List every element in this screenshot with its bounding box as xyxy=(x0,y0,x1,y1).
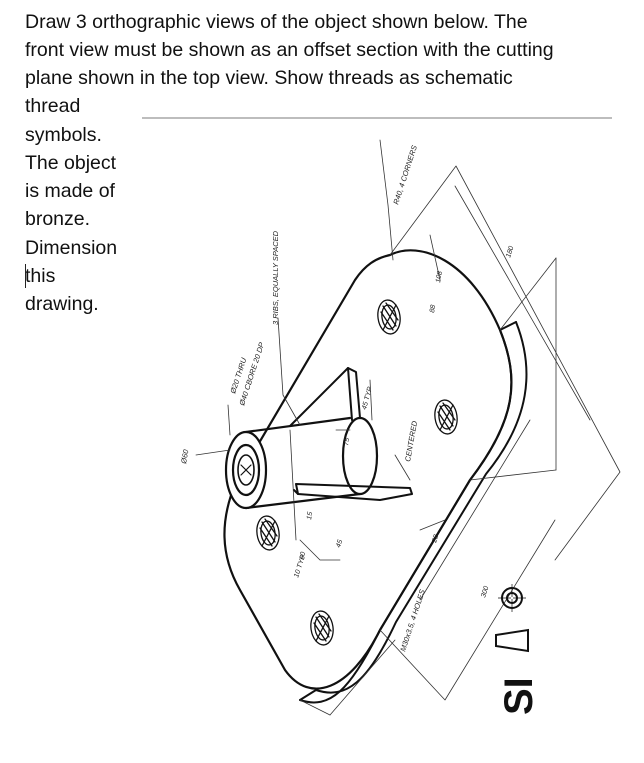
dimension-300: 300 xyxy=(480,585,490,598)
dimension-180: 180 xyxy=(505,245,515,258)
image-top-border xyxy=(142,117,612,119)
instruction-side-line-1: symbols. xyxy=(25,124,102,146)
instruction-side-line-4: bronze. xyxy=(25,208,91,230)
instruction-side-line-2: The object xyxy=(25,152,117,174)
instruction-side-line-3: is made of xyxy=(25,180,115,202)
instruction-side-line-7: drawing. xyxy=(25,293,99,315)
annotation-centered: CENTERED xyxy=(403,420,419,463)
instruction-line-2: front view must be shown as an offset se… xyxy=(25,39,554,61)
instruction-line-4: thread xyxy=(25,95,81,117)
instruction-side-line-6: this xyxy=(25,265,56,287)
projection-symbol: SI xyxy=(495,584,541,715)
instruction-line-1: Draw 3 orthographic views of the object … xyxy=(25,11,528,33)
dimension-88: 88 xyxy=(429,304,437,313)
dimension-lines xyxy=(195,139,621,716)
annotation-45-typ: 45 TYP xyxy=(361,386,374,411)
annotation-holes: M30x3.5, 4 HOLES xyxy=(398,588,427,652)
dimension-75: 75 xyxy=(343,437,351,446)
instruction-side-line-5: Dimension xyxy=(25,237,118,259)
mounting-holes xyxy=(256,299,458,646)
annotation-dia60: Ø60 xyxy=(179,448,191,465)
base-plate-side xyxy=(299,321,528,704)
annotation-rad-corners: R40, 4 CORNERS xyxy=(391,144,419,205)
dimension-28: 28 xyxy=(431,534,440,545)
dimension-108: 108 xyxy=(435,271,444,284)
si-label: SI xyxy=(497,677,541,715)
dimension-60: 60 xyxy=(299,551,307,560)
ribs xyxy=(289,367,413,501)
dimension-15: 15 xyxy=(306,511,314,520)
text-cursor xyxy=(25,264,26,288)
annotation-ribs: 3 RIBS, EQUALLY SPACED xyxy=(271,230,280,325)
dimension-45: 45 xyxy=(335,539,344,549)
instruction-line-3: plane shown in the top view. Show thread… xyxy=(25,67,513,89)
